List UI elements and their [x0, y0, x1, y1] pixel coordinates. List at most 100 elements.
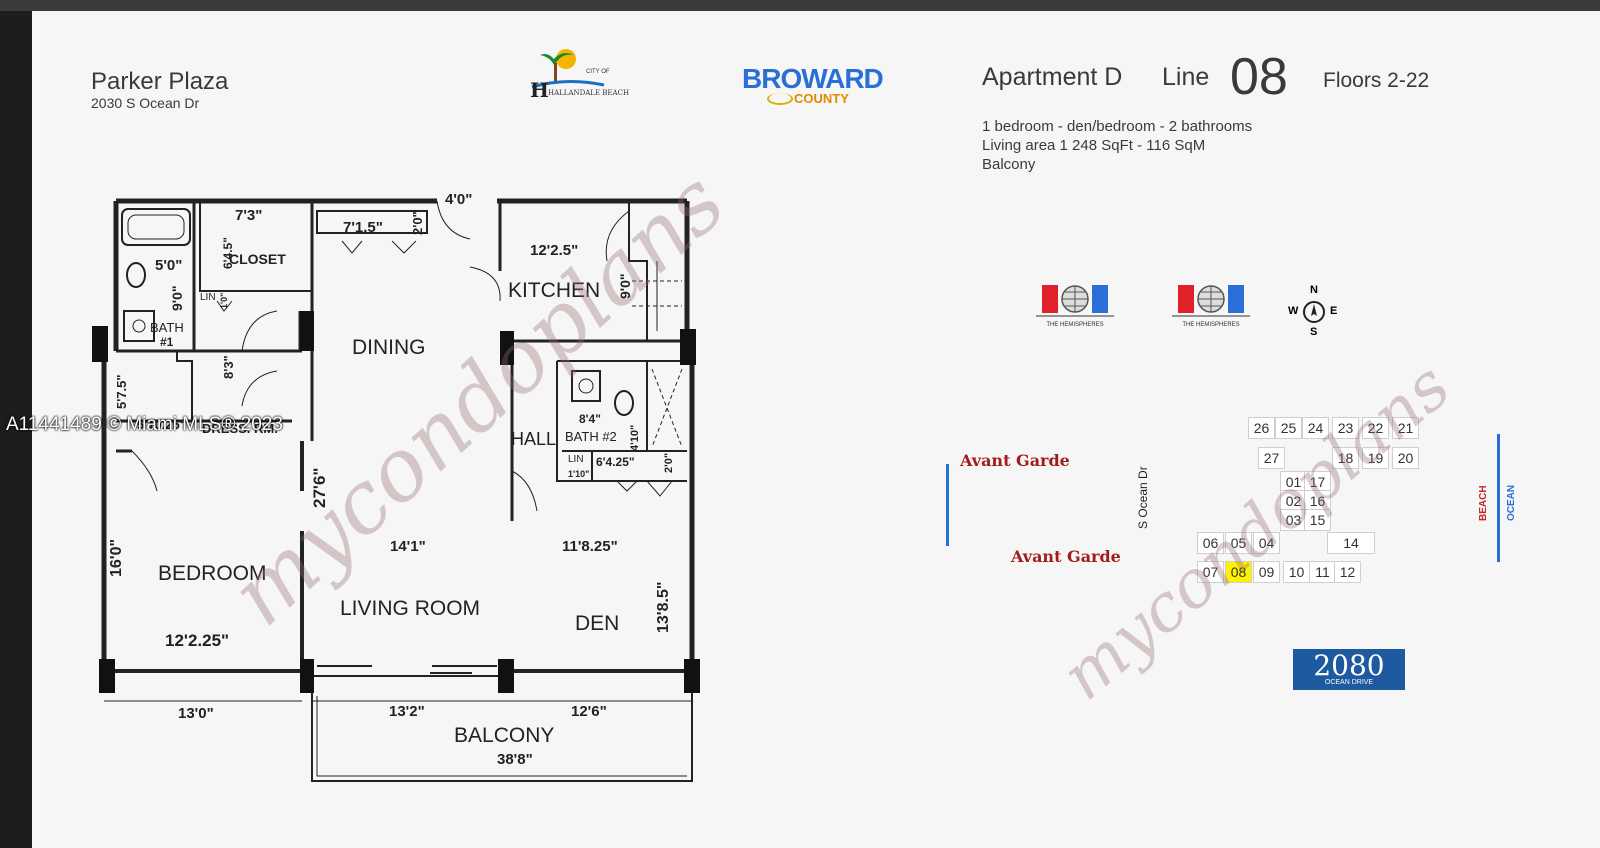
compass-south: S — [1310, 326, 1318, 338]
dim-label: 5'0" — [155, 257, 183, 274]
compass-north: N — [1310, 284, 1318, 296]
unit-cell: 10 — [1283, 561, 1310, 583]
dim-label: 13'8.5" — [655, 581, 672, 633]
line-label: Line — [1162, 63, 1210, 91]
dim-label: 8'4" — [579, 412, 601, 426]
room-linen-1: LIN — [200, 292, 216, 303]
unit-cell: 15 — [1304, 509, 1331, 531]
room-bedroom: BEDROOM — [158, 562, 267, 585]
sign-number: 2080 — [1313, 649, 1385, 682]
compass-icon — [1303, 301, 1325, 323]
dim-label: 1'0" — [219, 292, 229, 309]
dim-label: 12'2.25" — [165, 631, 230, 650]
dim-label: 11'8.25" — [562, 538, 618, 555]
dim-label: 2'0" — [663, 452, 675, 473]
floorplan-sheet: Parker Plaza 2030 S Ocean Dr H CITY OF H… — [32, 11, 1600, 848]
dim-label: 5'7.5" — [114, 374, 129, 409]
dim-label: 14'1" — [390, 538, 426, 555]
room-bath1-number: #1 — [160, 335, 174, 349]
dim-label: 6'4.25" — [596, 455, 635, 469]
dim-label: 4'10" — [629, 424, 641, 451]
dim-label: 7'3" — [235, 207, 263, 224]
unit-cell: 23 — [1332, 417, 1359, 439]
broward-logo-sub: COUNTY — [794, 91, 849, 106]
sign-subtitle: OCEAN DRIVE — [1324, 679, 1374, 686]
room-living: LIVING ROOM — [340, 597, 481, 620]
unit-cell: 01 — [1280, 471, 1307, 493]
broward-logo-mark — [767, 93, 793, 105]
mls-credit: A11441489 © Miami MLS® 2023 — [6, 414, 283, 435]
beach-label: BEACH — [1478, 485, 1489, 521]
unit-cell: 19 — [1362, 447, 1389, 469]
dim-label: 9'0" — [617, 273, 633, 299]
dim-label: 12'6" — [571, 703, 607, 720]
dim-label: 9'0" — [169, 285, 185, 311]
dim-label: 8'3" — [221, 355, 236, 379]
unit-cell: 09 — [1253, 561, 1280, 583]
compass-east: E — [1330, 305, 1338, 317]
city-logo-prefix: CITY OF — [586, 69, 610, 75]
room-closet: CLOSET — [229, 251, 286, 267]
unit-cell: 04 — [1253, 532, 1280, 554]
unit-cell: 06 — [1197, 532, 1224, 554]
dim-label: 1'10" — [568, 469, 590, 479]
room-bath2: BATH #2 — [565, 429, 617, 444]
room-dining: DINING — [352, 336, 426, 359]
room-bath1: BATH — [150, 320, 184, 335]
dim-label: 13'0" — [178, 705, 214, 722]
room-dressing: DRESS. RM. — [202, 421, 278, 436]
avant-garde-label-2: Avant Garde — [1011, 547, 1121, 566]
dim-label: 4'0" — [445, 191, 473, 208]
unit-cell: 03 — [1280, 509, 1307, 531]
hemispheres-label: THE HEMISPHERES — [1046, 322, 1104, 328]
line-number: 08 — [1230, 48, 1288, 106]
city-logo-name: HALLANDALE BEACH — [548, 89, 630, 97]
shoreline — [1497, 434, 1500, 562]
street-label: S Ocean Dr — [1136, 466, 1150, 529]
unit-cell: 02 — [1280, 490, 1307, 512]
room-balcony: BALCONY — [454, 724, 555, 747]
hemispheres-label: THE HEMISPHERES — [1182, 322, 1240, 328]
dim-label: 7'1.5" — [343, 219, 383, 236]
floor-plan — [92, 198, 700, 782]
unit-cell: 26 — [1248, 417, 1275, 439]
unit-cell: 05 — [1225, 532, 1252, 554]
avant-garde-label-1: Avant Garde — [960, 451, 1070, 470]
dim-label: 6'4.5" — [221, 237, 235, 269]
dim-label: 2'0" — [410, 211, 425, 235]
unit-cell: 07 — [1197, 561, 1224, 583]
dim-label: 38'8" — [497, 751, 533, 768]
unit-cell: 22 — [1362, 417, 1389, 439]
room-kitchen: KITCHEN — [508, 279, 601, 302]
floors-range: Floors 2-22 — [1323, 69, 1430, 92]
unit-cell: 11 — [1309, 561, 1336, 583]
unit-cell: 24 — [1302, 417, 1329, 439]
ocean-label: OCEAN — [1506, 484, 1517, 521]
unit-cell: 21 — [1392, 417, 1419, 439]
dim-label: 5'10.25" — [137, 417, 187, 432]
room-den: DEN — [575, 612, 620, 635]
unit-cell-highlighted: 08 — [1225, 561, 1252, 583]
unit-cell: 17 — [1304, 471, 1331, 493]
city-hallandale-logo: H — [522, 41, 612, 103]
hemispheres-logo — [1172, 285, 1250, 321]
unit-cell: 27 — [1258, 447, 1285, 469]
svg-text:H: H — [530, 78, 549, 102]
broward-logo-text: BROWARD — [742, 63, 884, 94]
dim-label: 27'6" — [310, 467, 329, 508]
unit-cell: 20 — [1392, 447, 1419, 469]
building-2080-sign: 2080 OCEAN DRIVE — [1293, 649, 1405, 690]
building-name: Parker Plaza — [91, 68, 229, 95]
balcony-note: Balcony — [982, 156, 1036, 173]
dim-label: 16'0" — [108, 538, 125, 577]
top-bar — [0, 0, 1600, 11]
building-address: 2030 S Ocean Dr — [91, 95, 200, 111]
apartment-label: Apartment D — [982, 63, 1123, 91]
compass-west: W — [1288, 305, 1299, 317]
room-hall: HALL — [511, 429, 557, 449]
unit-cell: 25 — [1275, 417, 1302, 439]
unit-cell: 14 — [1327, 532, 1375, 554]
dim-label: 13'2" — [389, 703, 425, 720]
unit-cell: 18 — [1332, 447, 1359, 469]
dim-label: 12'2.5" — [530, 242, 579, 259]
